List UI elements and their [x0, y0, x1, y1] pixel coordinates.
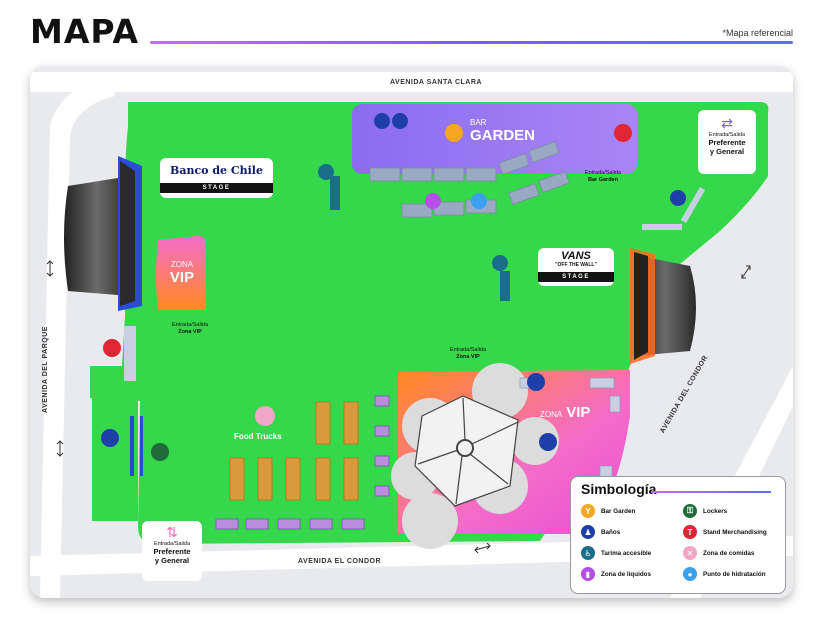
entrance-general-sw[interactable]: ⇅ Entrada/Salida Preferente y General — [142, 521, 202, 581]
page-title: MAPA — [30, 12, 140, 51]
legend-item-bar-garden: Y Bar Garden — [581, 503, 635, 519]
entrance-general-sw-line1: Entrada/Salida — [153, 541, 191, 547]
legend-label: Tarima accesible — [601, 549, 652, 557]
legend-item-liquidos: ▮ Zona de líquidos — [581, 566, 651, 582]
legend-item-lockers: ⚿ Lockers — [683, 503, 727, 519]
title-underline — [150, 41, 793, 44]
vip-left-line1: ZONA — [170, 260, 194, 269]
map-card: AVENIDA SANTA CLARA AVENIDA EL CONDOR AV… — [30, 66, 793, 598]
street-south: AVENIDA EL CONDOR — [298, 558, 382, 565]
map-canvas — [30, 72, 793, 598]
entrance-bar-garden[interactable]: Entrada/Salida Bar Garden — [578, 170, 628, 183]
entrance-arrows-icon: ⇅ — [166, 524, 178, 540]
entrance-arrows-icon: ⇄ — [721, 115, 733, 131]
left-stage-structure — [64, 156, 142, 311]
bar-garden-label: BAR GARDEN — [470, 118, 535, 144]
left-stage-tag: STAGE — [160, 183, 273, 193]
right-stage-structure — [630, 248, 696, 364]
legend-label: Baños — [601, 528, 621, 536]
legend-label: Bar Garden — [601, 507, 636, 515]
reference-note: *Mapa referencial — [722, 28, 793, 38]
entrance-general-ne-line2: Preferente — [708, 138, 746, 147]
shirt-icon: T — [683, 525, 697, 539]
entrance-vip-left[interactable]: Entrada/Salida Zona VIP — [165, 322, 215, 335]
legend-label: Zona de comidas — [703, 549, 755, 557]
legend-panel: Simbología Y Bar Garden ♟ Baños ♿ Tarima… — [570, 476, 786, 594]
banco-de-chile-stage-label: Banco de Chile STAGE — [160, 158, 273, 198]
food-trucks-label: Food Trucks — [234, 432, 282, 441]
vip-right-line2: VIP — [566, 404, 591, 421]
vip-left-line2: VIP — [169, 269, 195, 286]
bar-garden-line1: BAR — [470, 118, 487, 127]
legend-label: Lockers — [703, 507, 728, 515]
bottle-icon: ▮ — [581, 567, 595, 581]
entrance-general-ne-line1: Entrada/Salida — [708, 132, 746, 138]
entrance-general-sw-line2: Preferente — [153, 547, 191, 556]
water-drop-icon: ● — [683, 567, 697, 581]
restroom-icon: ♟ — [581, 525, 595, 539]
entrance-bar-garden-line2: Bar Garden — [588, 176, 618, 183]
wheelchair-icon: ♿ — [581, 546, 595, 560]
legend-item-banos: ♟ Baños — [581, 524, 620, 540]
vip-left-area — [156, 236, 206, 310]
entrance-general-ne-line3: y General — [709, 147, 745, 156]
map-icons — [101, 113, 686, 461]
vip-right-line1: ZONA — [540, 410, 563, 419]
entrance-general-sw-line3: y General — [154, 556, 190, 565]
vans-stage-label: VANS "OFF THE WALL" STAGE — [538, 248, 614, 286]
vans-tagline: "OFF THE WALL" — [555, 262, 597, 268]
legend-title-underline — [651, 491, 771, 493]
legend-label: Zona de líquidos — [601, 570, 652, 578]
entrance-vip-right[interactable]: Entrada/Salida Zona VIP — [443, 347, 493, 360]
entrance-general-ne[interactable]: ⇄ Entrada/Salida Preferente y General — [698, 110, 756, 174]
vip-right-label: ZONA VIP — [540, 404, 590, 421]
vans-brand: VANS — [561, 250, 591, 262]
banco-de-chile-brand: Banco de Chile — [170, 164, 263, 177]
bar-garden-area — [352, 104, 637, 174]
street-north: AVENIDA SANTA CLARA — [390, 79, 482, 86]
bar-garden-line2: GARDEN — [470, 127, 536, 144]
entrance-vip-right-line2: Zona VIP — [456, 353, 480, 360]
legend-item-merch: T Stand Merchandising — [683, 524, 767, 540]
entrance-vip-left-line2: Zona VIP — [178, 328, 202, 335]
vip-left-label: ZONA VIP — [164, 260, 200, 286]
legend-label: Stand Merchandising — [703, 528, 767, 536]
legend-label: Punto de hidratación — [703, 570, 766, 578]
street-west: AVENIDA DEL PARQUE — [41, 326, 49, 413]
main-stage-hexagon — [391, 363, 559, 549]
right-stage-tag: STAGE — [538, 272, 614, 282]
food-icon: ✕ — [683, 546, 697, 560]
legend-item-hidratacion: ● Punto de hidratación — [683, 566, 766, 582]
cocktail-icon: Y — [581, 504, 595, 518]
legend-item-comidas: ✕ Zona de comidas — [683, 545, 754, 561]
legend-item-tarima: ♿ Tarima accesible — [581, 545, 651, 561]
entrance-vip-right-line1: Entrada/Salida — [449, 347, 487, 353]
entrance-bar-garden-line1: Entrada/Salida — [584, 170, 622, 176]
entrance-vip-left-line1: Entrada/Salida — [171, 322, 209, 328]
lock-icon: ⚿ — [683, 504, 697, 518]
legend-title: Simbología — [581, 481, 657, 497]
